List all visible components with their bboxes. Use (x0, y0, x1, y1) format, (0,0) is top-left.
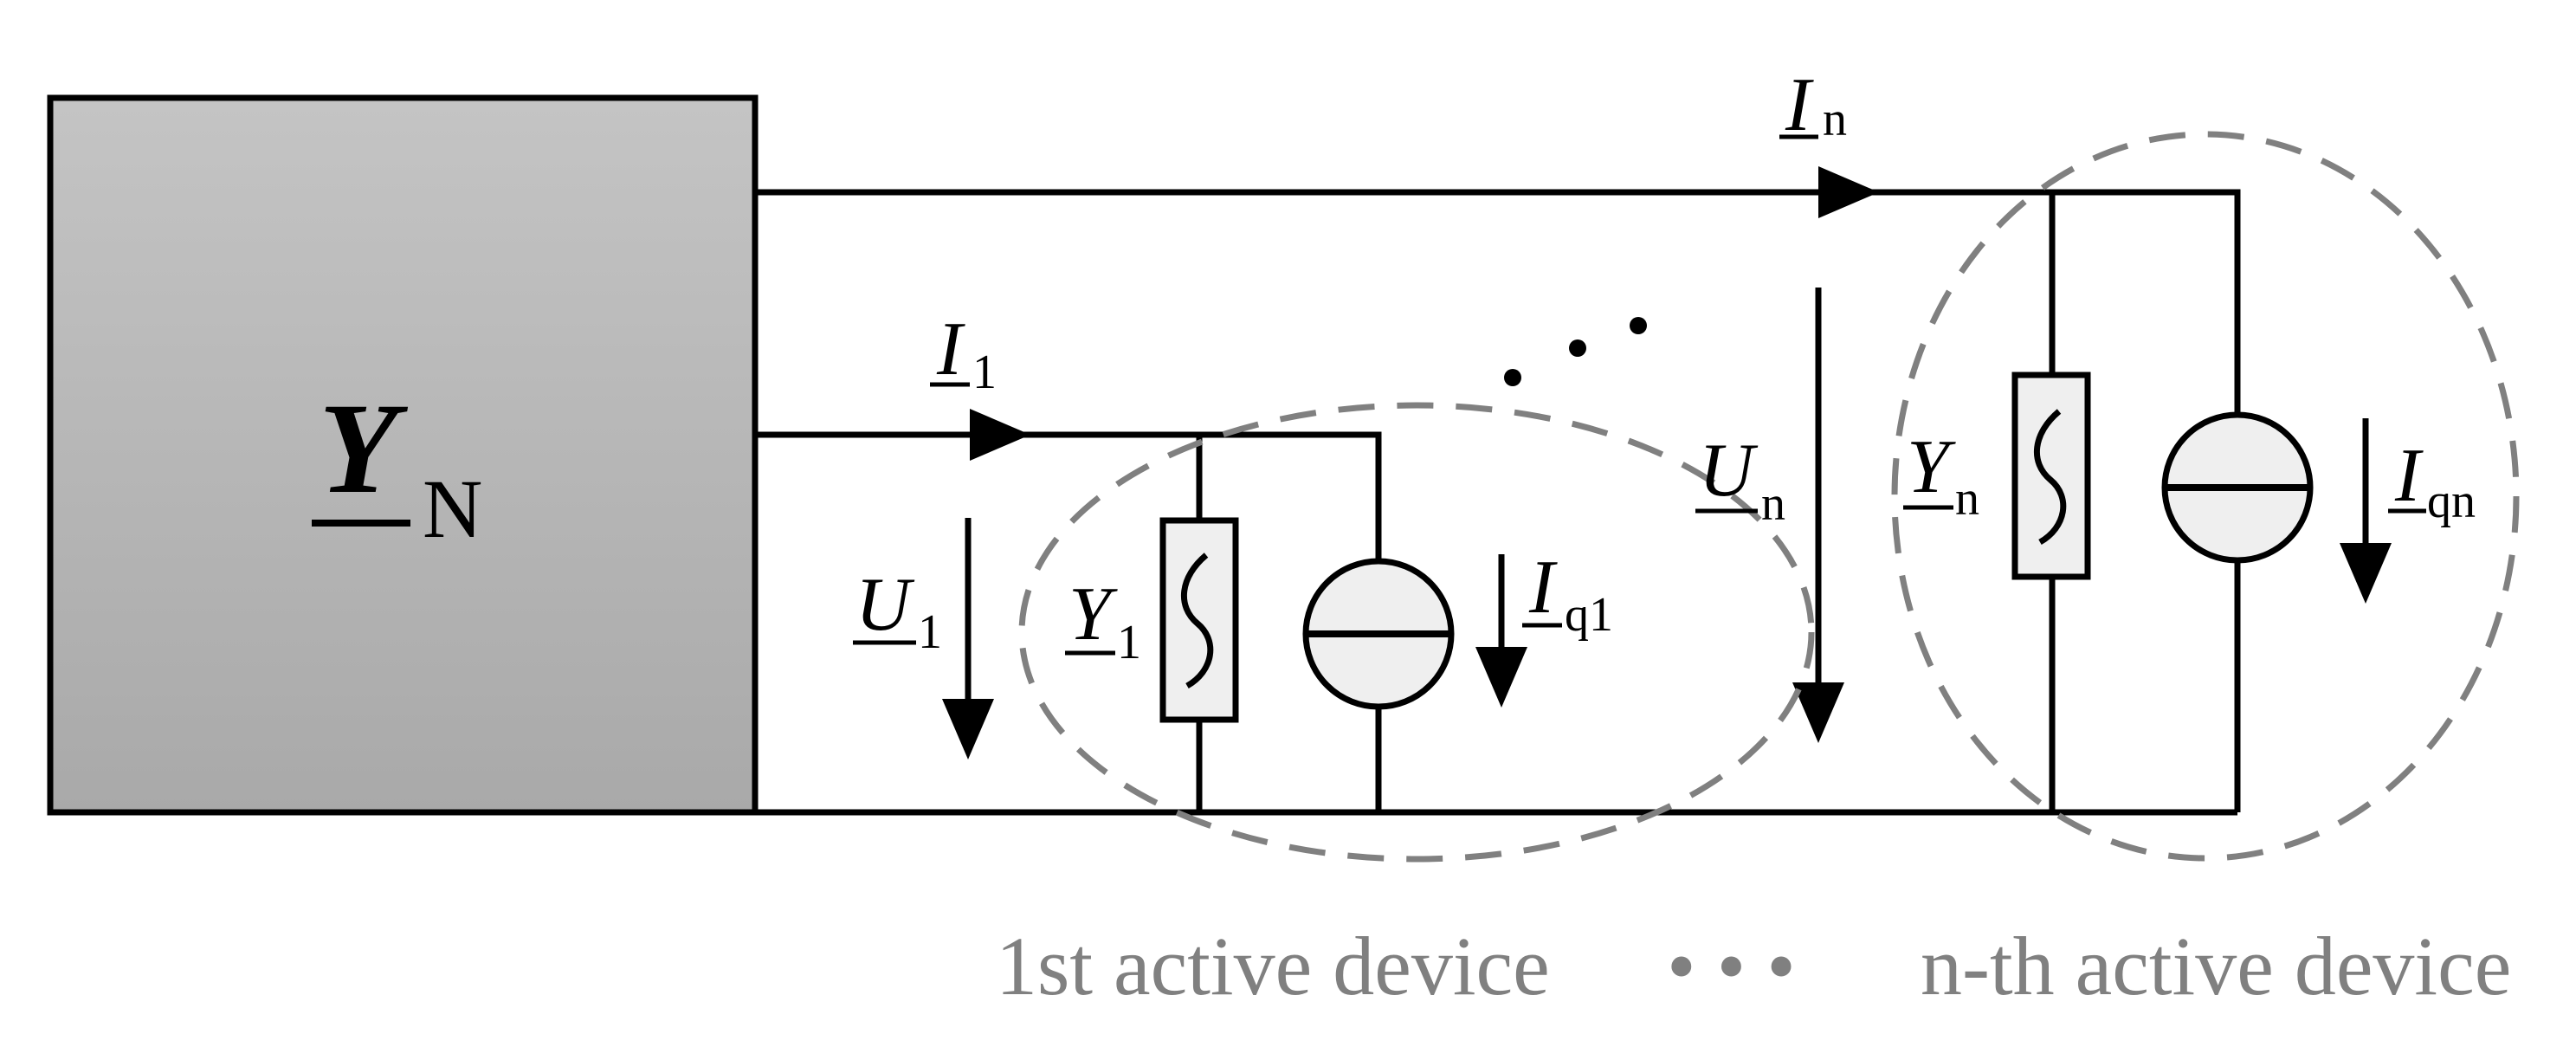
wire-middle (755, 431, 1382, 812)
label-source-current-1-symbol: I (1528, 546, 1558, 630)
label-admittance-1: Y 1 (1065, 572, 1141, 669)
label-current-1-symbol: I (936, 307, 965, 391)
arrow-current-1 (970, 409, 1030, 461)
label-current-n-symbol: I (1785, 63, 1814, 147)
network-symbol: Y (319, 377, 409, 520)
network-block (47, 94, 759, 816)
arrow-iq1-head (1475, 647, 1527, 708)
label-voltage-1: U 1 (853, 563, 942, 659)
ellipsis-dot (1569, 339, 1586, 357)
label-source-current-n-subscript: qn (2427, 475, 2476, 528)
label-voltage-1-symbol: U (855, 563, 915, 647)
arrow-voltage-1-head (942, 699, 994, 759)
label-current-n: I n (1779, 63, 1847, 147)
device1-boundary (1018, 402, 1815, 863)
caption-first-device: 1st active device (996, 920, 1550, 1012)
label-admittance-n: Y n (1903, 425, 1979, 526)
device1-admittance-box (1159, 517, 1239, 723)
label-voltage-n-symbol: U (1699, 429, 1759, 513)
label-admittance-1-symbol: Y (1068, 572, 1118, 656)
label-voltage-1-subscript: 1 (918, 605, 942, 659)
label-source-current-n-symbol: I (2394, 434, 2424, 518)
label-source-current-1: I q1 (1522, 546, 1613, 642)
arrow-iqn-head (2340, 543, 2392, 604)
devicen-boundary (1891, 131, 2520, 862)
devicen-tilde-icon (2033, 409, 2067, 546)
caption-nth-device: n-th active device (1921, 920, 2511, 1012)
label-admittance-1-subscript: 1 (1117, 616, 1141, 669)
label-source-current-1-subscript: q1 (1565, 588, 1613, 642)
label-current-1: I 1 (930, 307, 997, 399)
label-voltage-n: U n (1695, 429, 1785, 531)
network-label: Y N (312, 377, 482, 555)
network-subscript: N (423, 462, 482, 555)
caption-ellipsis: • • • (1667, 920, 1796, 1012)
ellipsis-dot (1630, 317, 1647, 334)
label-admittance-n-symbol: Y (1907, 425, 1956, 509)
label-voltage-n-subscript: n (1761, 477, 1785, 531)
label-current-n-subscript: n (1823, 93, 1847, 146)
label-admittance-n-subscript: n (1955, 472, 1979, 526)
wire-top (755, 189, 2241, 812)
label-current-1-subscript: 1 (972, 346, 997, 399)
arrow-voltage-n-head (1792, 682, 1844, 743)
arrow-current-n (1818, 166, 1879, 218)
device1-tilde-icon (1180, 553, 1214, 689)
ellipsis-dot (1504, 369, 1521, 386)
label-source-current-n: I qn (2388, 434, 2476, 528)
devicen-admittance-box (2011, 372, 2091, 580)
